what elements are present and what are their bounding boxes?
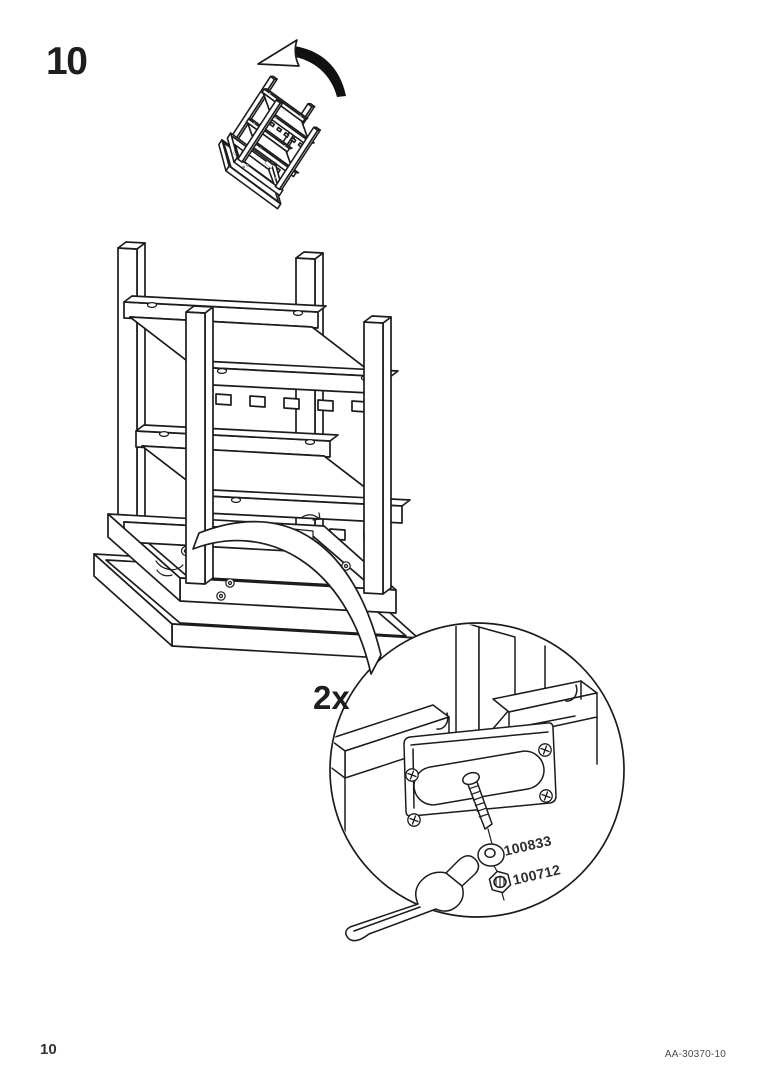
corner-bracket [403,722,557,827]
thumbnail-flip-diagram [206,39,346,210]
front-left-leg [185,305,214,585]
detail-circle [329,622,625,942]
shelf-unit-upside-down [93,241,419,661]
footer-page-number: 10 [40,1041,57,1058]
step-number: 10 [46,40,88,83]
wrench-icon [345,855,480,942]
front-right-leg [363,315,392,595]
lock-nut-icon [488,870,512,901]
bolt-icon [462,771,493,845]
washer-icon [477,843,505,872]
upper-shelf [123,295,399,413]
phillips-screw-icon [405,743,553,827]
quantity-label: 2x [313,679,350,716]
leader-band [192,520,382,675]
footer-document-ref: AA-30370-10 [664,1049,726,1060]
flip-arrow-icon [257,39,346,97]
back-left-leg [117,241,146,523]
